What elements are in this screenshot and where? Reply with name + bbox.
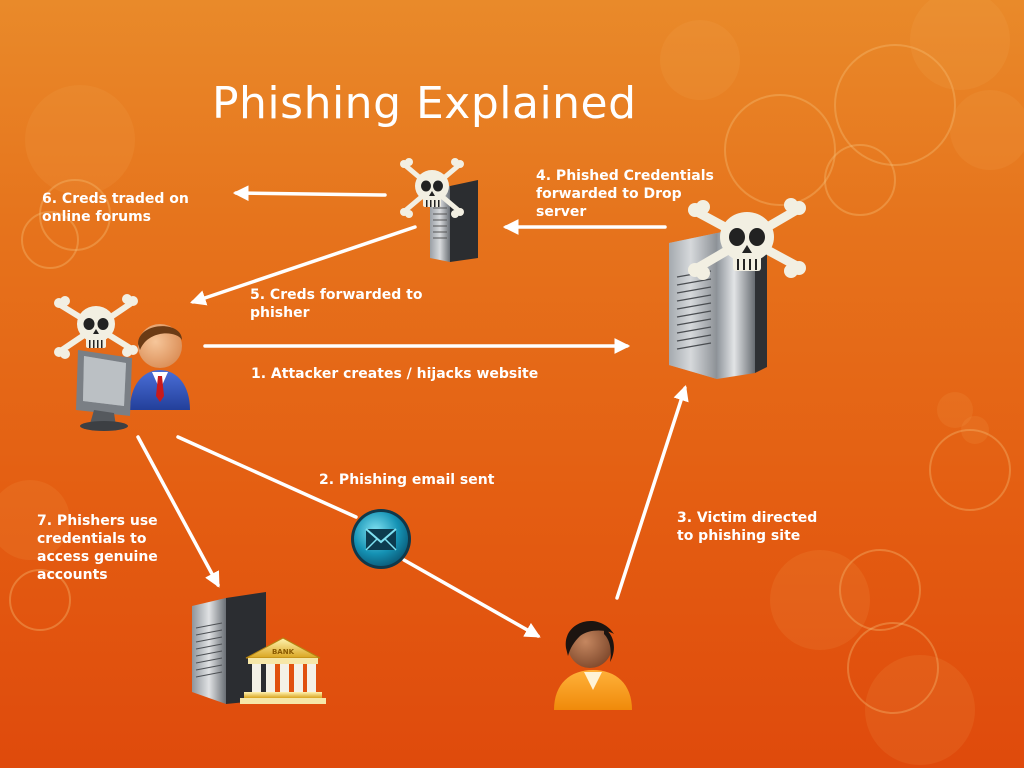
- arrow-step-2a: [176, 435, 358, 519]
- step-7-label: 7. Phishers use credentials to access ge…: [37, 513, 158, 583]
- email-envelope-icon: [351, 509, 411, 569]
- arrow-step-3: [615, 385, 689, 600]
- step-5-label: 5. Creds forwarded to phisher: [250, 287, 423, 321]
- arrow-step-7: [136, 435, 220, 588]
- step-3-label: 3. Victim directed to phishing site: [677, 510, 818, 544]
- bank-server-icon: BANK: [192, 592, 326, 704]
- step-2-label: 2. Phishing email sent: [319, 472, 495, 488]
- slide-title: Phishing Explained: [212, 78, 637, 129]
- step-6-label: 6. Creds traded on online forums: [42, 191, 189, 225]
- arrow-step-5: [190, 225, 417, 306]
- step-1-label: 1. Attacker creates / hijacks website: [251, 366, 539, 382]
- phishing-server-skull-icon: [669, 198, 806, 379]
- arrow-step-2b: [402, 558, 541, 638]
- victim-person-icon: [554, 621, 632, 710]
- arrow-step-6: [232, 185, 387, 202]
- attacker-computer-skull-icon: [54, 294, 190, 431]
- step-4-label: 4. Phished Credentials forwarded to Drop…: [536, 168, 714, 220]
- bank-sign: BANK: [272, 648, 295, 656]
- drop-server-skull-icon: [400, 158, 478, 262]
